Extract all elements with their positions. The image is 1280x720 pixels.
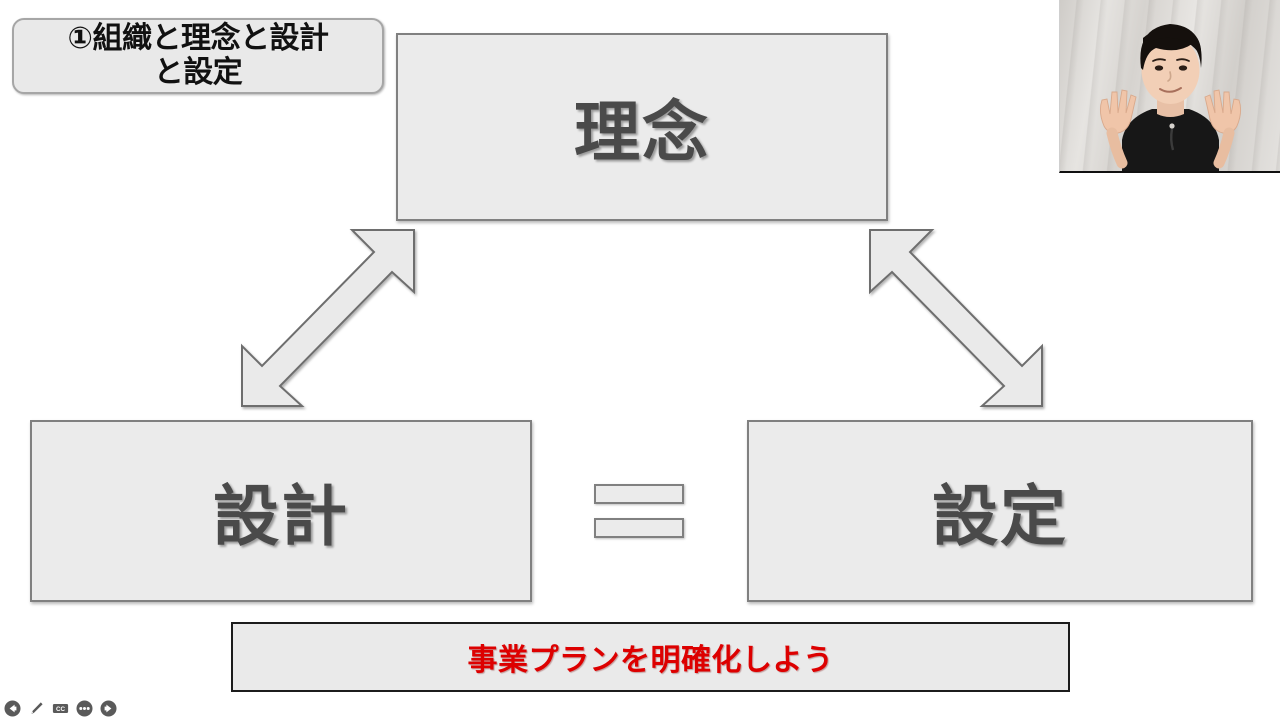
more-icon[interactable]	[76, 700, 93, 717]
concept-label-settei: 設定	[932, 479, 1068, 553]
pen-icon[interactable]	[28, 700, 45, 717]
equals-bar-bottom	[594, 518, 684, 538]
forward-icon[interactable]	[100, 700, 117, 717]
slide-title-chip: ①組織と理念と設計 と設定	[12, 18, 384, 94]
player-controls[interactable]: CC	[4, 700, 117, 717]
back-icon[interactable]	[4, 700, 21, 717]
equals-sign	[594, 484, 684, 544]
page-title: ①組織と理念と設計 と設定	[67, 22, 329, 89]
equals-bar-top	[594, 484, 684, 504]
concept-label-rinen: 理念	[574, 95, 710, 169]
concept-box-settei: 設定	[747, 420, 1253, 602]
concept-label-sekkei: 設計	[213, 479, 349, 553]
captions-icon[interactable]: CC	[52, 700, 69, 717]
banner-label: 事業プランを明確化しよう	[467, 644, 834, 677]
concept-box-sekkei: 設計	[30, 420, 532, 602]
presenter-figure	[1099, 24, 1242, 171]
double-arrow-rinen-settei	[869, 229, 1043, 407]
svg-text:CC: CC	[56, 706, 66, 713]
presenter-webcam-overlay	[1059, 0, 1280, 173]
double-arrow-rinen-sekkei	[241, 229, 415, 407]
concept-box-rinen: 理念	[396, 33, 888, 221]
banner-box: 事業プランを明確化しよう	[231, 622, 1070, 692]
